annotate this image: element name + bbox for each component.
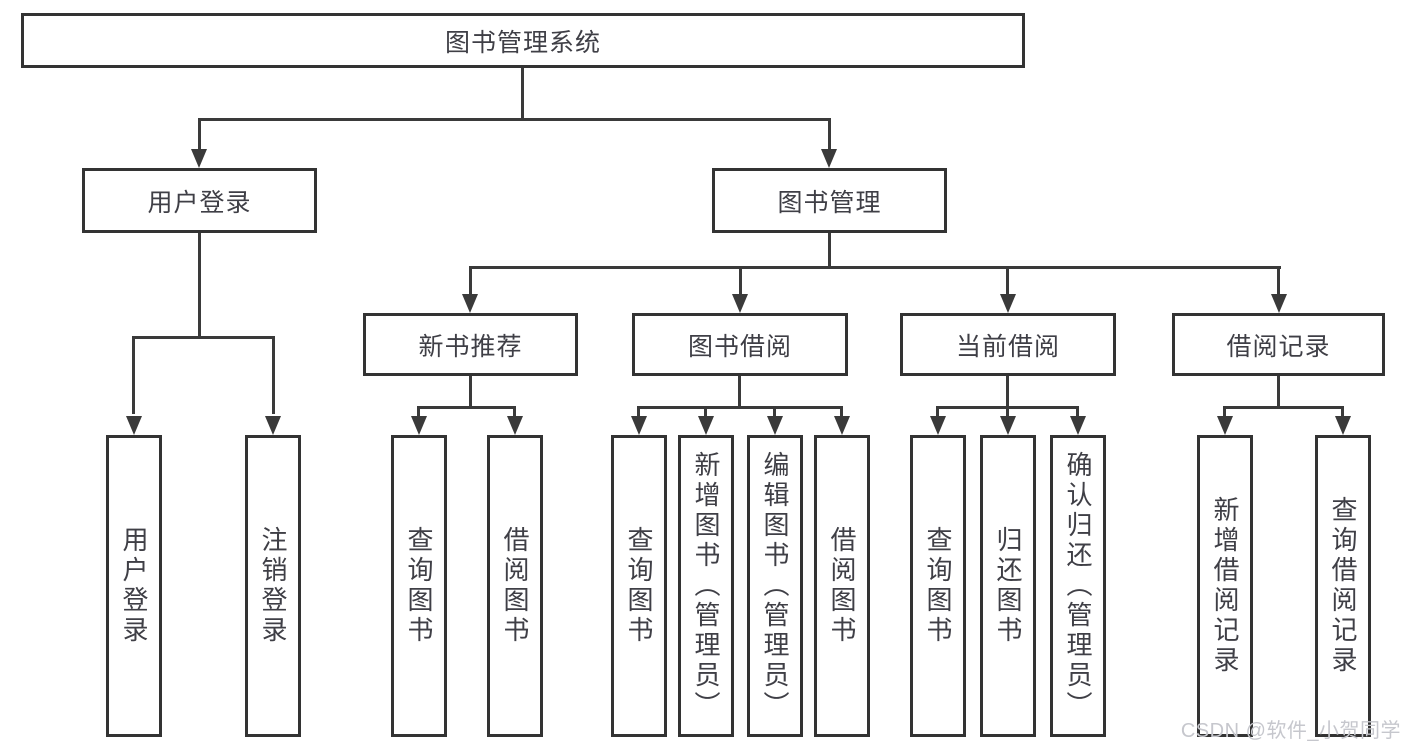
- leaf-borrow-books-newbook: 借阅图书: [487, 435, 543, 737]
- edge-line: [637, 409, 640, 417]
- node-book-management: 图书管理: [712, 168, 947, 233]
- node-book-borrowing: 图书借阅: [632, 313, 848, 376]
- edge-line: [521, 68, 524, 118]
- leaf-add-books-admin: 新增图书（管理员）: [678, 435, 734, 737]
- node-user-login: 用户登录: [82, 168, 317, 233]
- arrow-down-icon: [1271, 294, 1287, 313]
- leaf-logout: 注销登录: [245, 435, 301, 737]
- arrow-down-icon: [507, 416, 523, 435]
- watermark: CSDN @软件_小贺同学: [1180, 720, 1401, 742]
- arrow-down-icon: [834, 416, 850, 435]
- edge-line: [1076, 409, 1079, 417]
- edge-line: [1277, 376, 1280, 406]
- edge-line: [828, 233, 831, 266]
- edge-line: [739, 269, 742, 294]
- edge-line: [132, 336, 275, 339]
- edge-line: [198, 121, 201, 151]
- leaf-query-books-newbook: 查询图书: [391, 435, 447, 737]
- leaf-borrow-books: 借阅图书: [814, 435, 870, 737]
- arrow-down-icon: [411, 416, 427, 435]
- edge-line: [417, 409, 420, 417]
- leaf-query-books-current: 查询图书: [910, 435, 966, 737]
- leaf-query-books-borrow: 查询图书: [611, 435, 667, 737]
- arrow-down-icon: [462, 294, 478, 313]
- edge-line: [1006, 376, 1009, 406]
- edge-line: [936, 406, 1079, 409]
- arrow-down-icon: [1000, 294, 1016, 313]
- arrow-down-icon: [191, 149, 207, 168]
- edge-line: [272, 339, 275, 414]
- arrow-down-icon: [126, 416, 142, 435]
- edge-line: [738, 376, 741, 406]
- edge-line: [840, 409, 843, 417]
- leaf-query-borrow-record: 查询借阅记录: [1315, 435, 1371, 737]
- arrow-down-icon: [1070, 416, 1086, 435]
- node-borrowing-records: 借阅记录: [1172, 313, 1385, 376]
- edge-line: [773, 409, 776, 417]
- edge-line: [1006, 409, 1009, 417]
- arrow-down-icon: [930, 416, 946, 435]
- edge-line: [1223, 409, 1226, 417]
- edge-line: [469, 269, 472, 294]
- leaf-return-books: 归还图书: [980, 435, 1036, 737]
- edge-line: [637, 406, 843, 409]
- node-new-book-recommendation: 新书推荐: [363, 313, 578, 376]
- arrow-down-icon: [698, 416, 714, 435]
- arrow-down-icon: [265, 416, 281, 435]
- edge-line: [828, 121, 831, 151]
- arrow-down-icon: [631, 416, 647, 435]
- leaf-confirm-return-admin: 确认归还（管理员）: [1050, 435, 1106, 737]
- node-library-management-system: 图书管理系统: [21, 13, 1025, 68]
- arrow-down-icon: [821, 149, 837, 168]
- edge-line: [1223, 406, 1344, 409]
- edge-line: [469, 266, 1281, 269]
- edge-line: [417, 406, 516, 409]
- arrow-down-icon: [767, 416, 783, 435]
- edge-line: [469, 376, 472, 406]
- edge-line: [1277, 269, 1280, 294]
- arrow-down-icon: [1000, 416, 1016, 435]
- edge-line: [936, 409, 939, 417]
- edge-line: [1341, 409, 1344, 417]
- node-current-borrowing: 当前借阅: [900, 313, 1116, 376]
- edge-line: [513, 409, 516, 417]
- leaf-add-borrow-record: 新增借阅记录: [1197, 435, 1253, 737]
- edge-line: [198, 233, 201, 336]
- edge-line: [198, 118, 831, 121]
- arrow-down-icon: [1217, 416, 1233, 435]
- leaf-user-login: 用户登录: [106, 435, 162, 737]
- edge-line: [1006, 269, 1009, 294]
- edge-line: [704, 409, 707, 417]
- edge-line: [132, 339, 135, 414]
- arrow-down-icon: [732, 294, 748, 313]
- leaf-edit-books-admin: 编辑图书（管理员）: [747, 435, 803, 737]
- arrow-down-icon: [1335, 416, 1351, 435]
